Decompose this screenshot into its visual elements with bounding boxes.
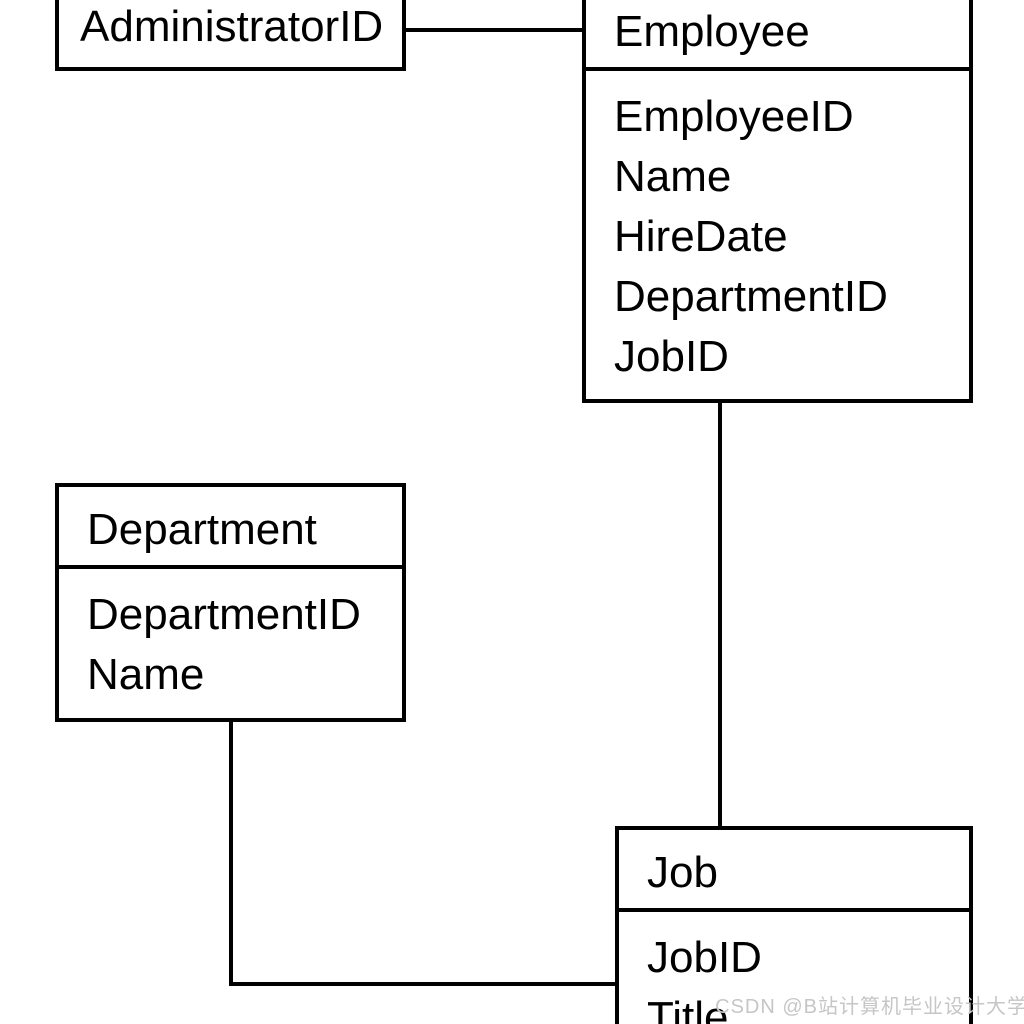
entity-job: Job JobID Title: [615, 826, 973, 1024]
field-list: AdministratorID: [59, 0, 402, 56]
field-list: JobID Title: [619, 912, 969, 1024]
entity-field: DepartmentID: [87, 590, 361, 639]
entity-title: Job: [619, 830, 969, 912]
connector-administrator-employee: [406, 28, 582, 32]
entity-field: Name: [614, 152, 732, 201]
entity-field: AdministratorID: [80, 2, 384, 51]
connector-department-job-horizontal-segment: [229, 982, 619, 986]
entity-field: EmployeeID: [614, 92, 854, 141]
entity-field: JobID: [614, 332, 729, 381]
entity-department: Department DepartmentID Name: [55, 483, 406, 722]
entity-field: Name: [87, 650, 205, 699]
entity-title: Department: [59, 487, 402, 569]
entity-field: HireDate: [614, 212, 788, 261]
connector-employee-job: [718, 399, 722, 827]
entity-title: Employee: [586, 0, 969, 71]
entity-field: Title: [647, 993, 729, 1024]
entity-administrator: AdministratorID: [55, 0, 406, 71]
field-list: DepartmentID Name: [59, 569, 402, 705]
entity-employee: Employee EmployeeID Name HireDate Depart…: [582, 0, 973, 403]
field-list: EmployeeID Name HireDate DepartmentID Jo…: [586, 71, 969, 387]
connector-department-job-vertical-segment: [229, 720, 233, 986]
entity-field: JobID: [647, 933, 762, 982]
entity-field: DepartmentID: [614, 272, 888, 321]
csdn-watermark: CSDN @B站计算机毕业设计大学: [715, 996, 1024, 1018]
